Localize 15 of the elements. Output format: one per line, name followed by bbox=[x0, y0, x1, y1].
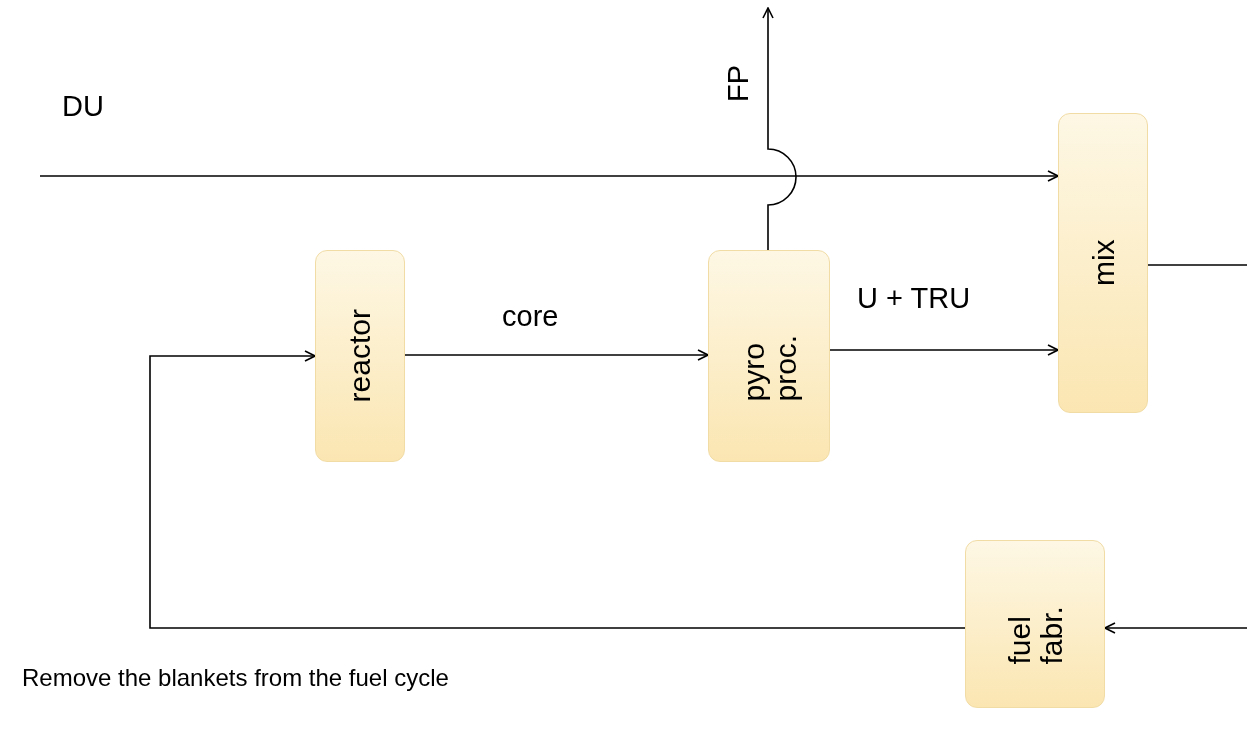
process-box bbox=[965, 540, 1105, 708]
box-label: fuel fabr. bbox=[1003, 604, 1067, 664]
arrow bbox=[404, 349, 709, 361]
arrow bbox=[762, 7, 797, 251]
arrow bbox=[829, 344, 1059, 356]
box-label: mix bbox=[1087, 239, 1119, 287]
process-box bbox=[1058, 113, 1148, 413]
note-text: Remove the blankets from the fuel cycle bbox=[22, 664, 449, 692]
process-box bbox=[315, 250, 405, 462]
arrow bbox=[1104, 622, 1247, 634]
arrow bbox=[39, 170, 1059, 182]
arrow bbox=[149, 350, 966, 629]
box-label: reactor bbox=[344, 309, 376, 403]
process-box bbox=[708, 250, 830, 462]
box-label: pyro proc. bbox=[737, 333, 801, 401]
